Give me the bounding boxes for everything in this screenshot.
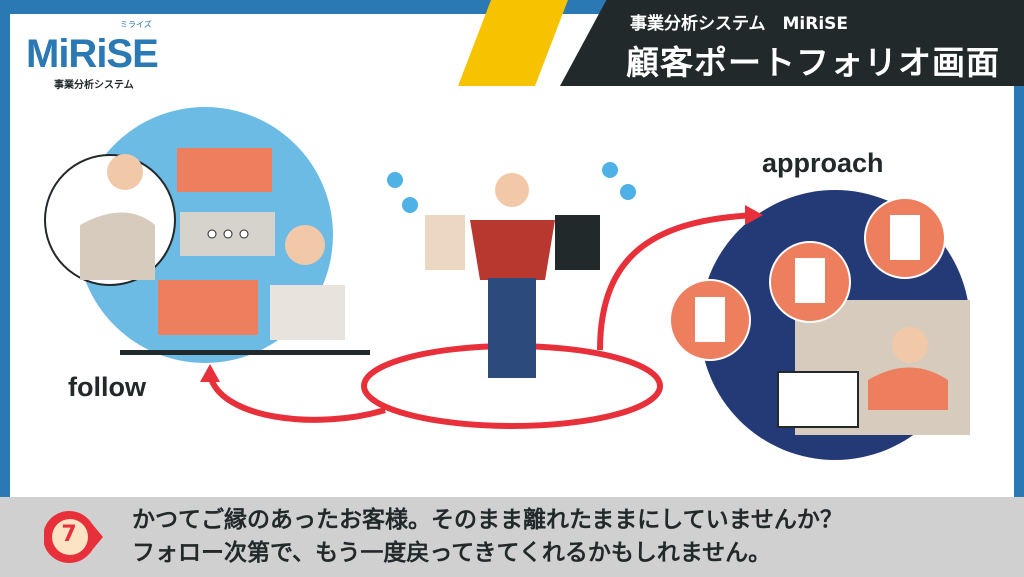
approach-arrow	[597, 212, 756, 351]
monitor-icon	[158, 280, 258, 335]
approach-label: approach	[762, 148, 884, 178]
sweat-drops	[387, 162, 636, 213]
message-line-2: フォロー次第で、もう一度戻ってきてくれるかもしれません。	[132, 540, 772, 566]
header-panel: 事業分析システム MiRiSE 顧客ポートフォリオ画面	[560, 0, 1024, 86]
page-title: 顧客ポートフォリオ画面	[626, 43, 1000, 82]
step-badge: 7	[44, 509, 103, 565]
logo: ミライズ MiRiSE 事業分析システム	[24, 20, 194, 98]
follow-arrow	[207, 374, 386, 423]
shopper	[495, 173, 529, 207]
header-subtitle: 事業分析システム MiRiSE	[630, 14, 849, 34]
logo-subtitle: 事業分析システム	[54, 80, 134, 91]
message-line-1: かつてご縁のあったお客様。そのまま離れたままにしていませんか？	[132, 507, 843, 533]
message-band: 7 かつてご縁のあったお客様。そのまま離れたままにしていませんか？ フォロー次第…	[0, 497, 1024, 577]
step-number: 7	[61, 522, 77, 547]
speech-bubble	[177, 148, 272, 192]
logo-word: MiRiSE	[26, 32, 159, 76]
follow-label: follow	[68, 372, 146, 402]
logo-kana: ミライズ	[120, 20, 152, 29]
